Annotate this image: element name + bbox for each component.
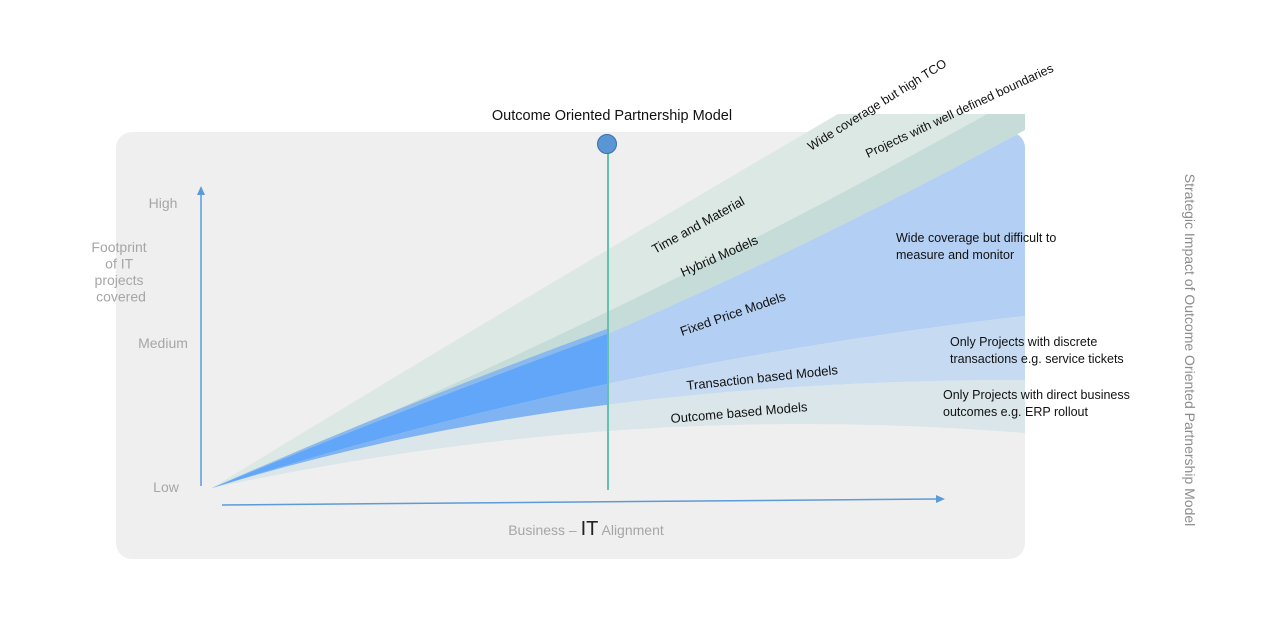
x-axis-label: Business – IT Alignment xyxy=(508,518,664,540)
y-tick-medium: Medium xyxy=(138,335,188,351)
top-title: Outcome Oriented Partnership Model xyxy=(492,108,732,124)
side-title: Strategic Impact of Outcome Oriented Par… xyxy=(1182,173,1198,527)
x-axis-line xyxy=(221,498,938,506)
band-transaction-based-models xyxy=(212,316,1025,488)
marker-dot xyxy=(597,134,617,154)
y-axis-arrow-icon xyxy=(197,186,205,195)
inner-fixed-zone xyxy=(212,190,609,488)
band-outcome-based-models xyxy=(212,380,1025,488)
band-time-and-material xyxy=(212,114,987,488)
note-difficult-to-measure: Wide coverage but difficult to measure a… xyxy=(896,231,1060,262)
y-axis-title: Footprint of IT projects covered xyxy=(91,239,150,305)
band-fixed-price-models xyxy=(212,132,1025,488)
note-direct-business-outcomes: Only Projects with direct business outco… xyxy=(943,388,1133,419)
inner-highlight xyxy=(212,190,609,488)
y-tick-low: Low xyxy=(153,479,180,495)
y-tick-high: High xyxy=(149,195,178,211)
band-hybrid-models xyxy=(212,114,1025,488)
panel-bands xyxy=(212,132,1025,488)
note-discrete-transactions: Only Projects with discrete transactions… xyxy=(950,335,1124,366)
x-axis-arrow-icon xyxy=(936,495,945,503)
